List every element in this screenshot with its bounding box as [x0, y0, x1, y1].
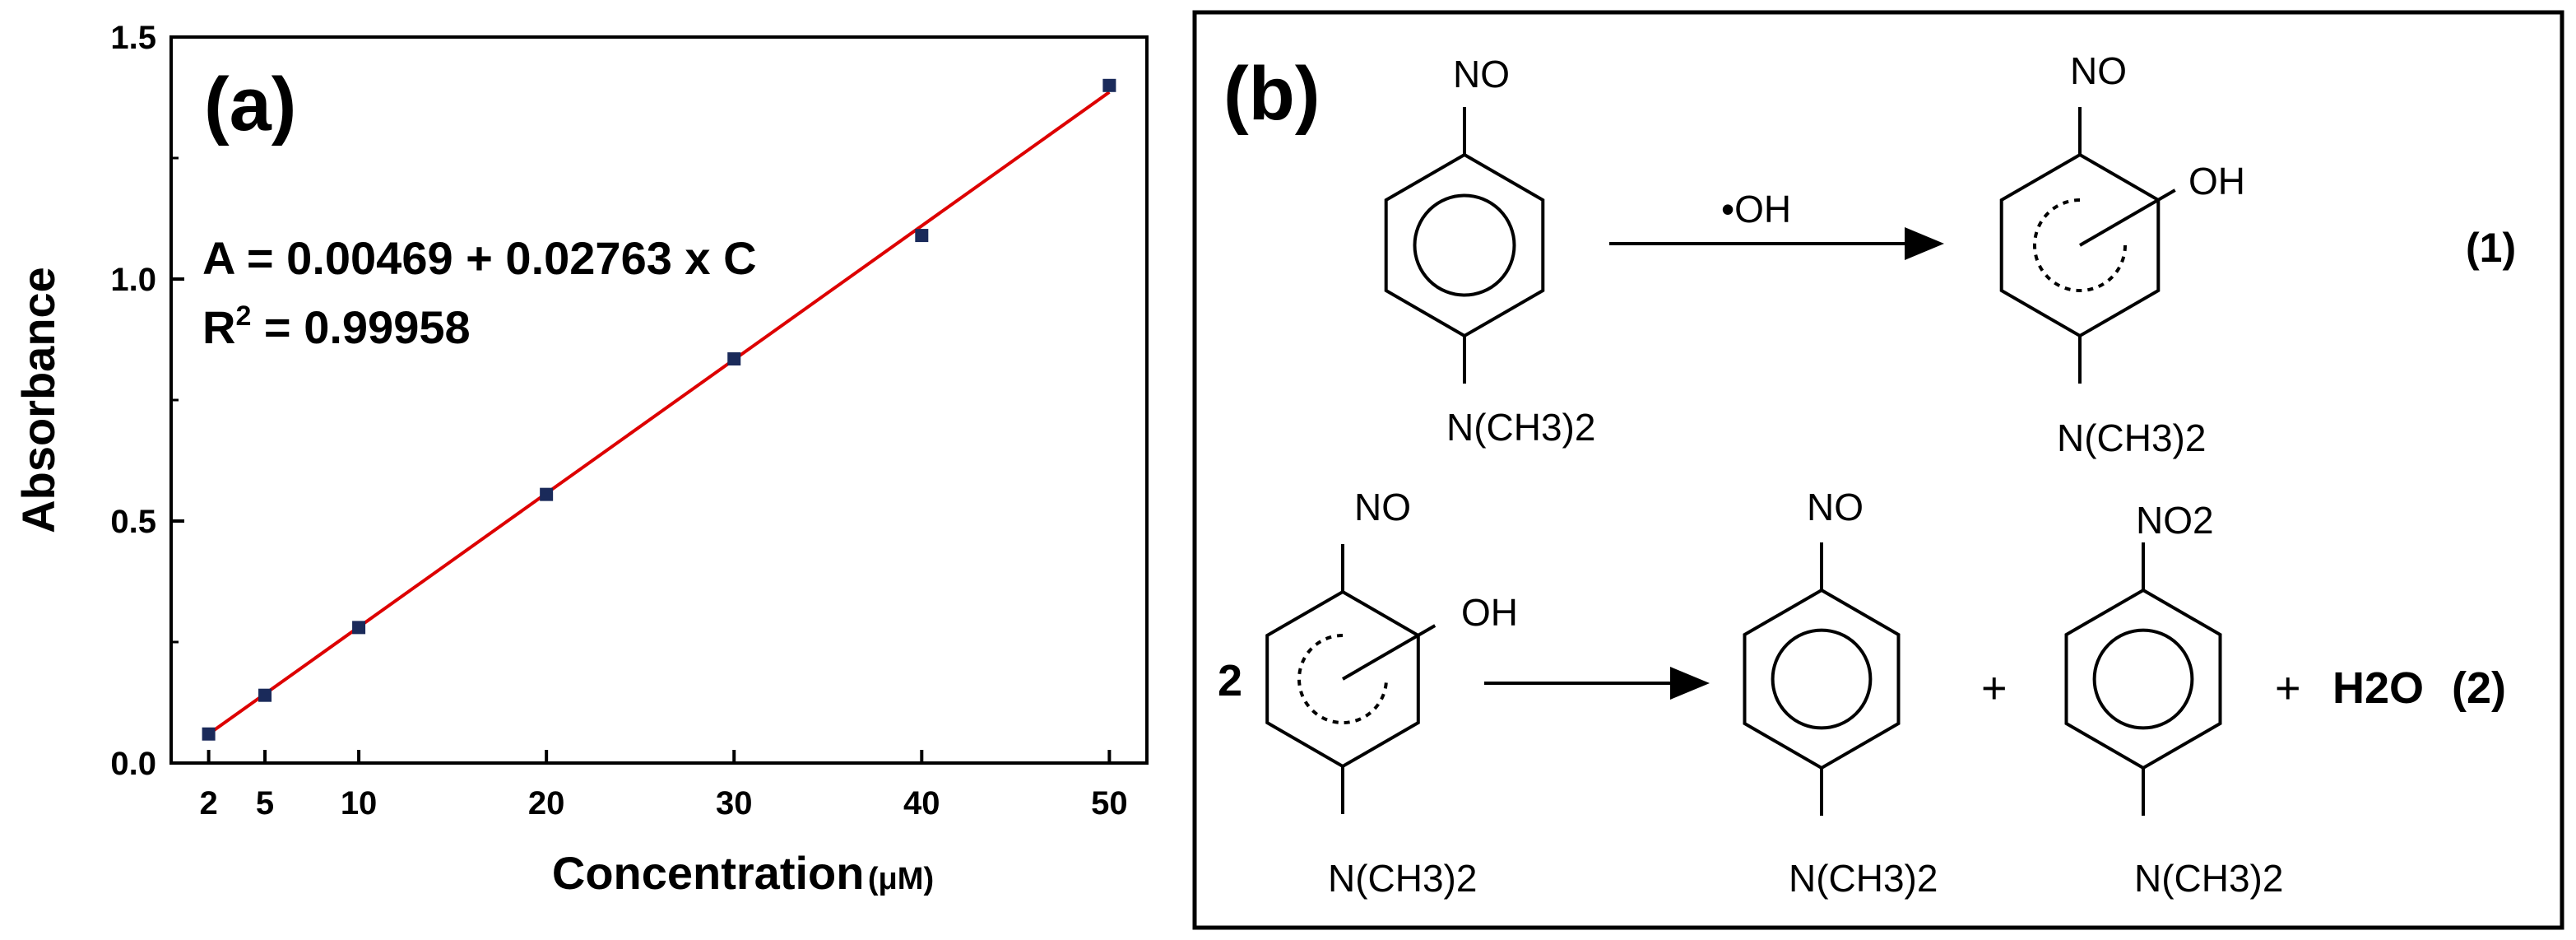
y-tick-label: 0.0 [110, 746, 156, 782]
x-tick-label: 30 [716, 785, 753, 821]
reactant2-radical-arc [1297, 634, 1388, 724]
product2b-aromatic-circle [2092, 628, 2194, 730]
reactant1-dimethylamino: N(CH3)2 [1446, 406, 1595, 449]
fit-line [207, 91, 1111, 736]
product1-dimethylamino: N(CH3)2 [2057, 416, 2206, 459]
y-tick-label: 0.5 [110, 504, 156, 540]
x-tick-label: 10 [341, 785, 378, 821]
x-axis-label-unit: (μM) [868, 862, 934, 896]
reactant1-nitroso: NO [1453, 53, 1510, 95]
stoichiometric-coefficient: 2 [1218, 656, 1242, 705]
y-axis-ticks: 0.0 0.5 1.0 1.5 [110, 20, 184, 782]
x-tick-label: 20 [528, 785, 565, 821]
data-point [258, 688, 272, 702]
water: H2O [2332, 663, 2424, 713]
data-point [915, 229, 929, 243]
hydroxyl-radical: •OH [1721, 188, 1791, 230]
data-point [540, 487, 554, 501]
plus-sign-1: + [1981, 663, 2007, 713]
plot-area-frame [169, 35, 1149, 765]
x-axis-label-text: Concentration [552, 847, 865, 899]
product1-nitroso: NO [2070, 49, 2127, 92]
product2a-nitroso: NO [1807, 486, 1864, 528]
product1-radical-arc [2033, 198, 2127, 292]
reactant2-nitroso: NO [1354, 486, 1411, 528]
product1-hydroxyl: OH [2188, 160, 2245, 202]
product1-oh-bond [2078, 188, 2176, 247]
reactant2-hydroxyl: OH [1461, 591, 1518, 634]
panel-b-label: (b) [1223, 52, 1320, 136]
product2a-dimethylamino: N(CH3)2 [1789, 857, 1938, 900]
product2b-dimethylamino: N(CH3)2 [2134, 857, 2283, 900]
reaction-scheme [1192, 10, 2564, 930]
regression-equation: A = 0.00469 + 0.02763 x C [202, 232, 757, 284]
product2b-nitro: NO2 [2136, 499, 2214, 542]
x-axis-ticks: 2 5 10 20 30 40 50 [199, 750, 1128, 821]
reactant2-dimethylamino: N(CH3)2 [1328, 857, 1477, 900]
equation-2-label: (2) [2452, 663, 2506, 713]
reactant2-oh-bond [1341, 624, 1437, 681]
equation-1-label: (1) [2466, 225, 2516, 271]
data-points [202, 78, 1116, 741]
r-squared-prefix: R [202, 301, 235, 353]
y-axis-label: Absorbance [12, 267, 64, 533]
x-tick-label: 40 [903, 785, 940, 821]
scheme-frame [1192, 10, 2564, 930]
product2b-ring [2064, 588, 2222, 770]
x-tick-label: 2 [199, 785, 217, 821]
r-squared: R2 = 0.99958 [202, 300, 471, 353]
reactant1-ring [1384, 152, 1545, 338]
data-point [1102, 78, 1116, 92]
calibration-chart: 0.0 0.5 1.0 1.5 2 5 10 20 30 40 50 Absorbance Con… [12, 20, 1149, 899]
plus-sign-2: + [2275, 663, 2301, 713]
product2a-ring [1743, 588, 1901, 770]
data-point [727, 352, 741, 366]
y-tick-label: 1.5 [110, 20, 156, 56]
data-point [202, 727, 216, 741]
x-tick-label: 5 [256, 785, 274, 821]
panel-a-label: (a) [204, 63, 296, 147]
y-tick-label: 1.0 [110, 262, 156, 298]
reactant1-aromatic-circle [1413, 193, 1516, 297]
r-squared-value: = 0.99958 [251, 301, 470, 353]
product2a-aromatic-circle [1771, 628, 1873, 730]
data-point [352, 621, 366, 635]
reaction-scheme-text: (b) NO N(CH3)2 •OH NO OH N(CH3)2 (1) 2 N… [1218, 49, 2516, 900]
r-squared-sup: 2 [235, 300, 251, 332]
x-tick-label: 50 [1091, 785, 1128, 821]
x-axis-label: Concentration (μM) [552, 847, 934, 899]
